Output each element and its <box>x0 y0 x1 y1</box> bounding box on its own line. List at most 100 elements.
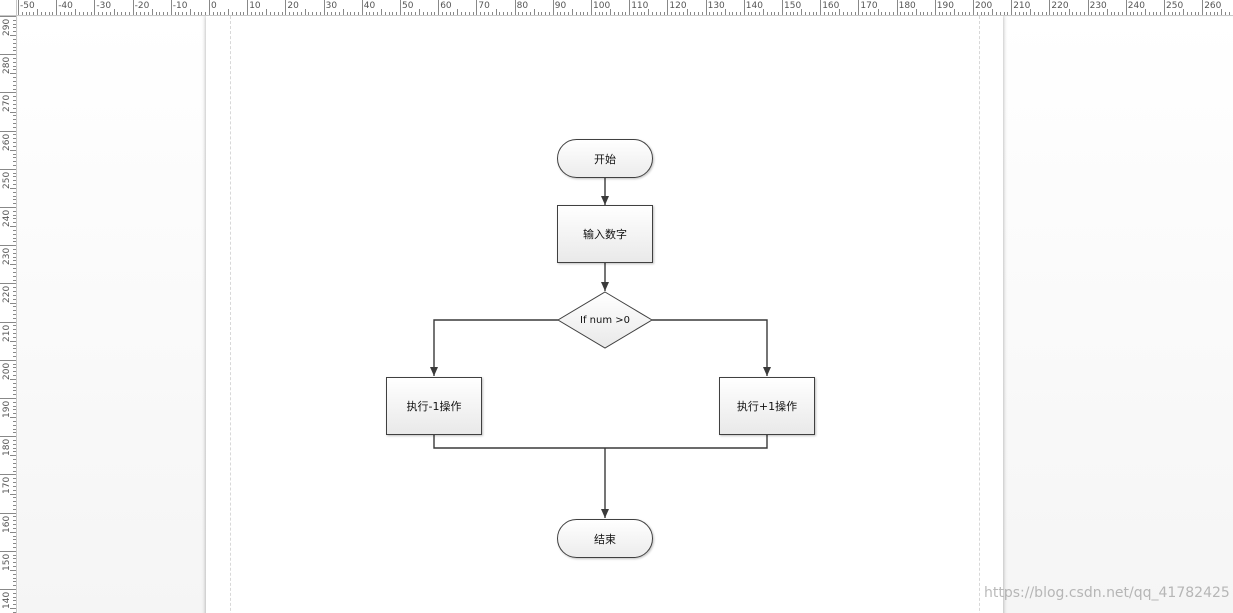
ruler-top-minor-tick <box>178 12 180 15</box>
ruler-left-minor-tick <box>13 432 16 434</box>
ruler-top-minor-tick <box>732 12 734 15</box>
ruler-top-minor-tick <box>224 12 226 15</box>
ruler-left-minor-tick <box>13 355 16 357</box>
ruler-top-minor-tick <box>228 9 230 15</box>
ruler-top-minor-tick <box>594 12 596 15</box>
ruler-top-minor-tick <box>652 12 654 15</box>
ruler-left-minor-tick <box>13 386 16 388</box>
ruler-left-minor-tick <box>13 42 16 44</box>
ruler-top-minor-tick <box>793 12 795 15</box>
ruler-top-minor-tick <box>571 9 573 15</box>
decision-label-box: If num >0 <box>558 310 652 330</box>
ruler-top-minor-tick <box>1068 9 1070 15</box>
ruler-top-minor-tick <box>644 12 646 15</box>
ruler-left-minor-tick <box>13 122 16 124</box>
ruler-top-major-tick <box>400 0 401 15</box>
ruler-left-minor-tick <box>13 585 16 587</box>
ruler-top-major-tick <box>1087 0 1089 15</box>
ruler-top-minor-tick <box>1003 12 1005 15</box>
ruler-top-minor-tick <box>1221 9 1223 15</box>
ruler-left-minor-tick <box>13 229 16 231</box>
ruler-top-minor-tick <box>52 12 54 15</box>
ruler-left-minor-tick <box>10 378 16 380</box>
ruler-left-minor-tick <box>13 291 16 293</box>
ruler-top-label: 100 <box>593 1 611 11</box>
ruler-top-minor-tick <box>888 12 890 15</box>
ruler-left-minor-tick <box>13 176 16 178</box>
ruler-left-minor-tick <box>13 363 16 365</box>
ruler-left-minor-tick <box>13 61 16 63</box>
ruler-left-minor-tick <box>13 69 16 71</box>
ruler-left-minor-tick <box>13 440 16 442</box>
ruler-top-minor-tick <box>117 12 119 15</box>
ruler-top-minor-tick <box>354 12 356 15</box>
ruler-top-minor-tick <box>510 12 512 15</box>
ruler-top-minor-tick <box>239 12 241 15</box>
ruler-left-major-tick <box>0 398 16 399</box>
ruler-top-minor-tick <box>770 12 772 15</box>
ruler-top-minor-tick <box>602 12 604 15</box>
ruler-top-minor-tick <box>419 9 421 15</box>
ruler-top-minor-tick <box>373 12 375 15</box>
ruler-top-label: 180 <box>898 1 916 11</box>
ruler-top-minor-tick <box>357 12 359 15</box>
input-process-box[interactable]: 输入数字 <box>557 205 653 263</box>
ruler-left-minor-tick <box>13 413 16 415</box>
ruler-top-minor-tick <box>606 12 608 15</box>
ruler-top-major-tick <box>1011 0 1013 15</box>
ruler-left-minor-tick <box>13 115 16 117</box>
ruler-top-minor-tick <box>816 12 818 15</box>
ruler-top-minor-tick <box>216 12 218 15</box>
ruler-left-minor-tick <box>13 604 16 606</box>
ruler-top-minor-tick <box>63 12 65 15</box>
ruler-top-minor-tick <box>1194 12 1196 15</box>
ruler-top-minor-tick <box>1030 9 1032 15</box>
ruler-left-major-tick <box>0 321 16 323</box>
ruler-left-minor-tick <box>13 566 16 568</box>
ruler-left-minor-tick <box>13 252 16 254</box>
ruler-top-minor-tick <box>1144 9 1146 15</box>
ruler-left-minor-tick <box>13 164 16 166</box>
start-terminal[interactable]: 开始 <box>557 139 653 178</box>
ruler-left-minor-tick <box>13 19 16 21</box>
ruler-left-minor-tick <box>13 348 16 350</box>
ruler-left-minor-tick <box>13 306 16 308</box>
ruler-top-minor-tick <box>587 12 589 15</box>
ruler-top-major-tick <box>514 0 516 15</box>
ruler-top-minor-tick <box>384 12 386 15</box>
ruler-left-minor-tick <box>13 65 16 67</box>
ruler-top-minor-tick <box>44 12 46 15</box>
ruler-top-minor-tick <box>1133 12 1135 15</box>
ruler-top-minor-tick <box>182 12 184 15</box>
ruler-top-minor-tick <box>869 12 871 15</box>
ruler-top-minor-tick <box>969 12 971 15</box>
ruler-top-minor-tick <box>766 12 768 15</box>
ruler-left-minor-tick <box>13 539 16 541</box>
ruler-top-minor-tick <box>1160 12 1162 15</box>
ruler-top-minor-tick <box>1007 12 1009 15</box>
ruler-left-minor-tick <box>10 455 16 457</box>
ruler-left-major-tick <box>0 92 16 94</box>
ruler-left-label: 220 <box>2 286 12 304</box>
ruler-left-minor-tick <box>13 241 16 243</box>
end-terminal[interactable]: 结束 <box>557 519 653 558</box>
ruler-left-minor-tick <box>10 35 16 37</box>
ruler-top-minor-tick <box>136 12 138 15</box>
right-branch-box[interactable]: 执行+1操作 <box>719 377 815 435</box>
ruler-top-minor-tick <box>1129 12 1131 15</box>
ruler-left-minor-tick <box>13 287 16 289</box>
ruler-top-minor-tick <box>331 12 333 15</box>
ruler-top-minor-tick <box>442 12 444 15</box>
ruler-top-minor-tick <box>575 12 577 15</box>
ruler-left-minor-tick <box>13 577 16 579</box>
ruler-left-minor-tick <box>10 340 16 342</box>
ruler-top-minor-tick <box>128 12 130 15</box>
ruler-top-label: 110 <box>631 1 649 11</box>
ruler-left-minor-tick <box>13 84 16 86</box>
ruler-top-minor-tick <box>121 12 123 15</box>
ruler-top-minor-tick <box>422 12 424 15</box>
left-branch-box[interactable]: 执行-1操作 <box>386 377 482 435</box>
ruler-top-minor-tick <box>854 12 856 15</box>
